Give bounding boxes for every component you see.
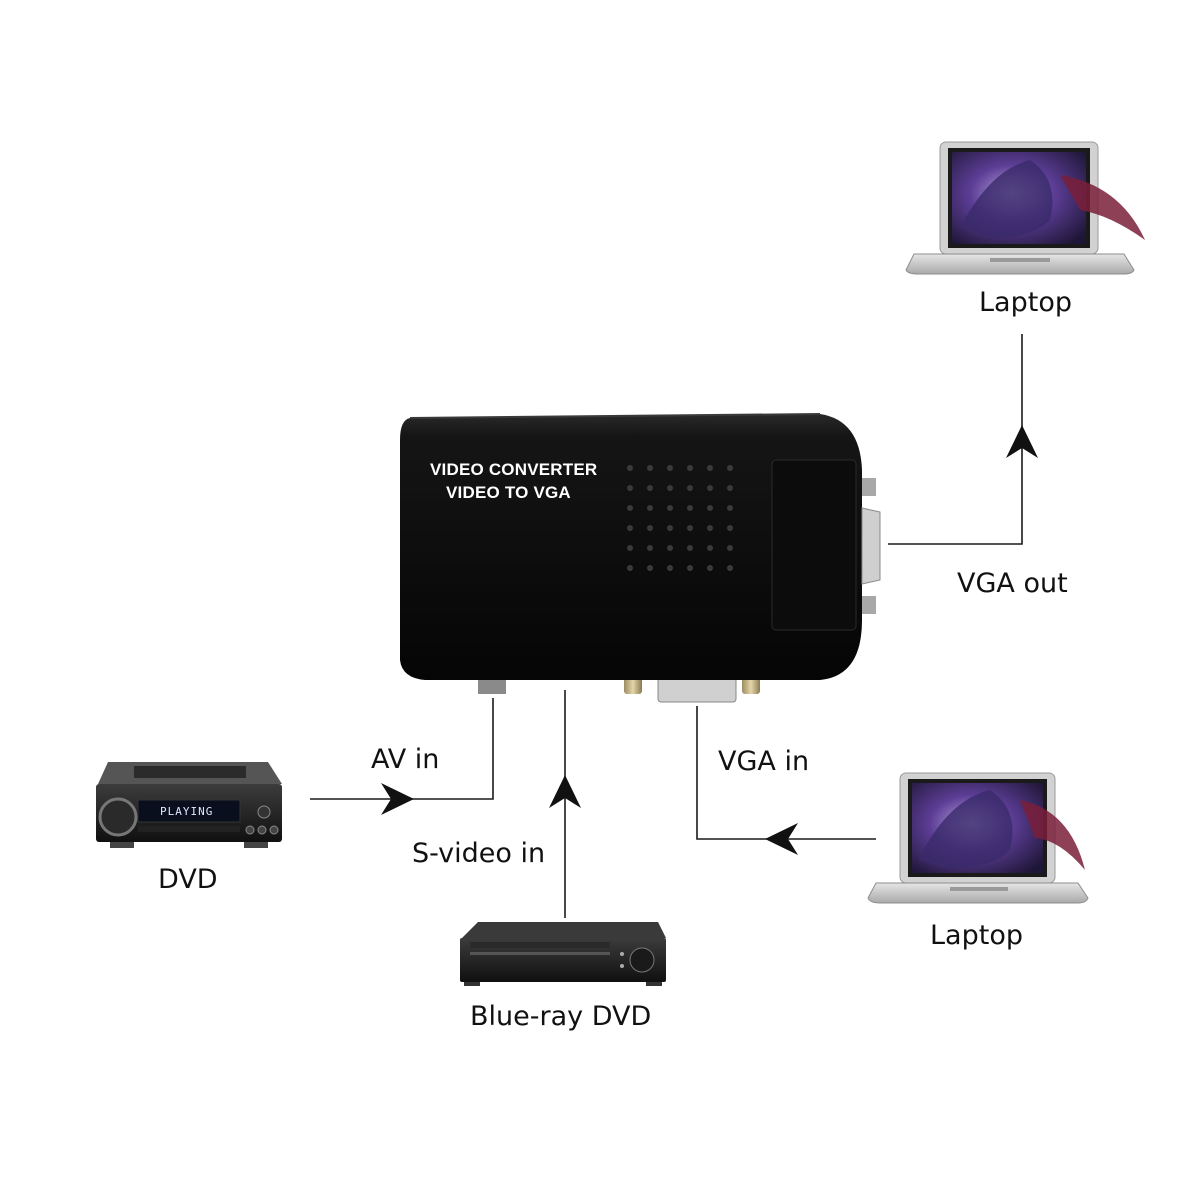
dvd-display-text: PLAYING (160, 805, 213, 818)
vga-screw (862, 596, 876, 614)
dvd-label: DVD (158, 864, 218, 895)
vga-screw (862, 478, 876, 496)
vga-in-line (696, 706, 876, 840)
vga-out-label: VGA out (957, 568, 1068, 599)
av-in-line (310, 698, 494, 800)
laptop-top-label: Laptop (979, 287, 1072, 318)
laptop-bottom-label: Laptop (930, 920, 1023, 951)
converter-title-line2: VIDEO TO VGA (446, 483, 571, 502)
arrow-left-icon (765, 823, 798, 855)
blueray-dvd-image (460, 922, 666, 986)
blueray-dvd-label: Blue-ray DVD (470, 1001, 652, 1032)
av-in-label: AV in (371, 744, 440, 775)
laptop-bottom-image (867, 772, 1089, 904)
dvd-display (137, 799, 241, 823)
converter-title-line1: VIDEO CONVERTER (430, 460, 597, 479)
volume-knob-icon (98, 797, 138, 837)
arrow-up-icon (1006, 425, 1038, 458)
vga-in-label: VGA in (718, 746, 810, 777)
s-video-in-label: S-video in (412, 838, 546, 869)
speaker-grille (627, 465, 733, 571)
power-button-icon (257, 805, 271, 819)
laptop-top-image (905, 141, 1145, 275)
video-converter-box: VIDEO CONVERTER VIDEO TO VGA (400, 413, 881, 703)
connection-lines (310, 334, 1023, 918)
arrowheads (381, 425, 1038, 855)
vga-out-port (861, 507, 881, 585)
dvd-player-image: PLAYING (96, 762, 282, 848)
vga-out-line (888, 334, 1023, 545)
arrow-up-icon (549, 775, 581, 808)
arrow-right-icon (381, 783, 414, 815)
